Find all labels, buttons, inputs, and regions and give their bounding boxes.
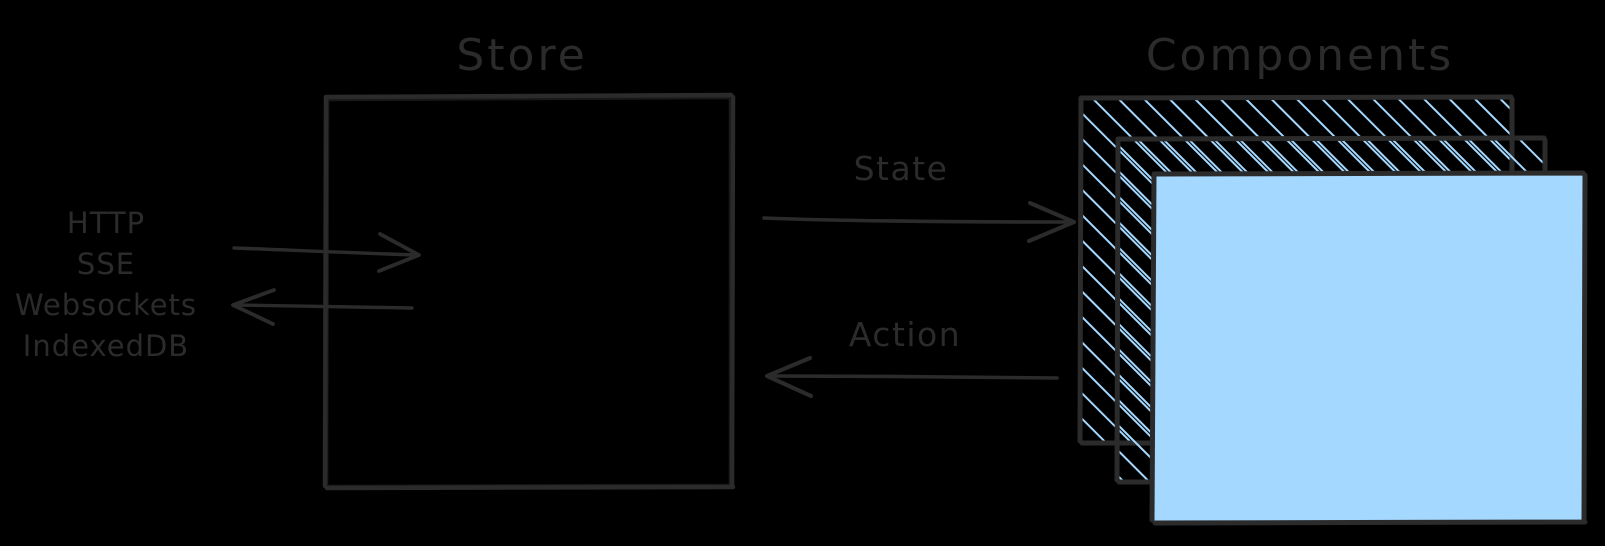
- components-title: Components: [1146, 30, 1454, 81]
- state-arrow: [762, 200, 1077, 244]
- inbound-arrow: [232, 232, 421, 273]
- outbound-arrow: [231, 288, 414, 326]
- protocol-label-indexeddb: IndexedDB: [23, 329, 189, 363]
- protocol-label-http: HTTP: [67, 206, 145, 240]
- protocol-label-websockets: Websockets: [15, 288, 197, 322]
- action-arrow: [764, 355, 1059, 399]
- action-arrow-label: Action: [849, 315, 961, 354]
- protocol-label-sse: SSE: [77, 247, 135, 281]
- protocol-label-group: HTTP SSE Websockets IndexedDB: [15, 206, 197, 363]
- component-card-front: [1149, 170, 1588, 526]
- store-box: [322, 92, 736, 491]
- store-title: Store: [456, 30, 587, 81]
- state-arrow-label: State: [854, 149, 949, 188]
